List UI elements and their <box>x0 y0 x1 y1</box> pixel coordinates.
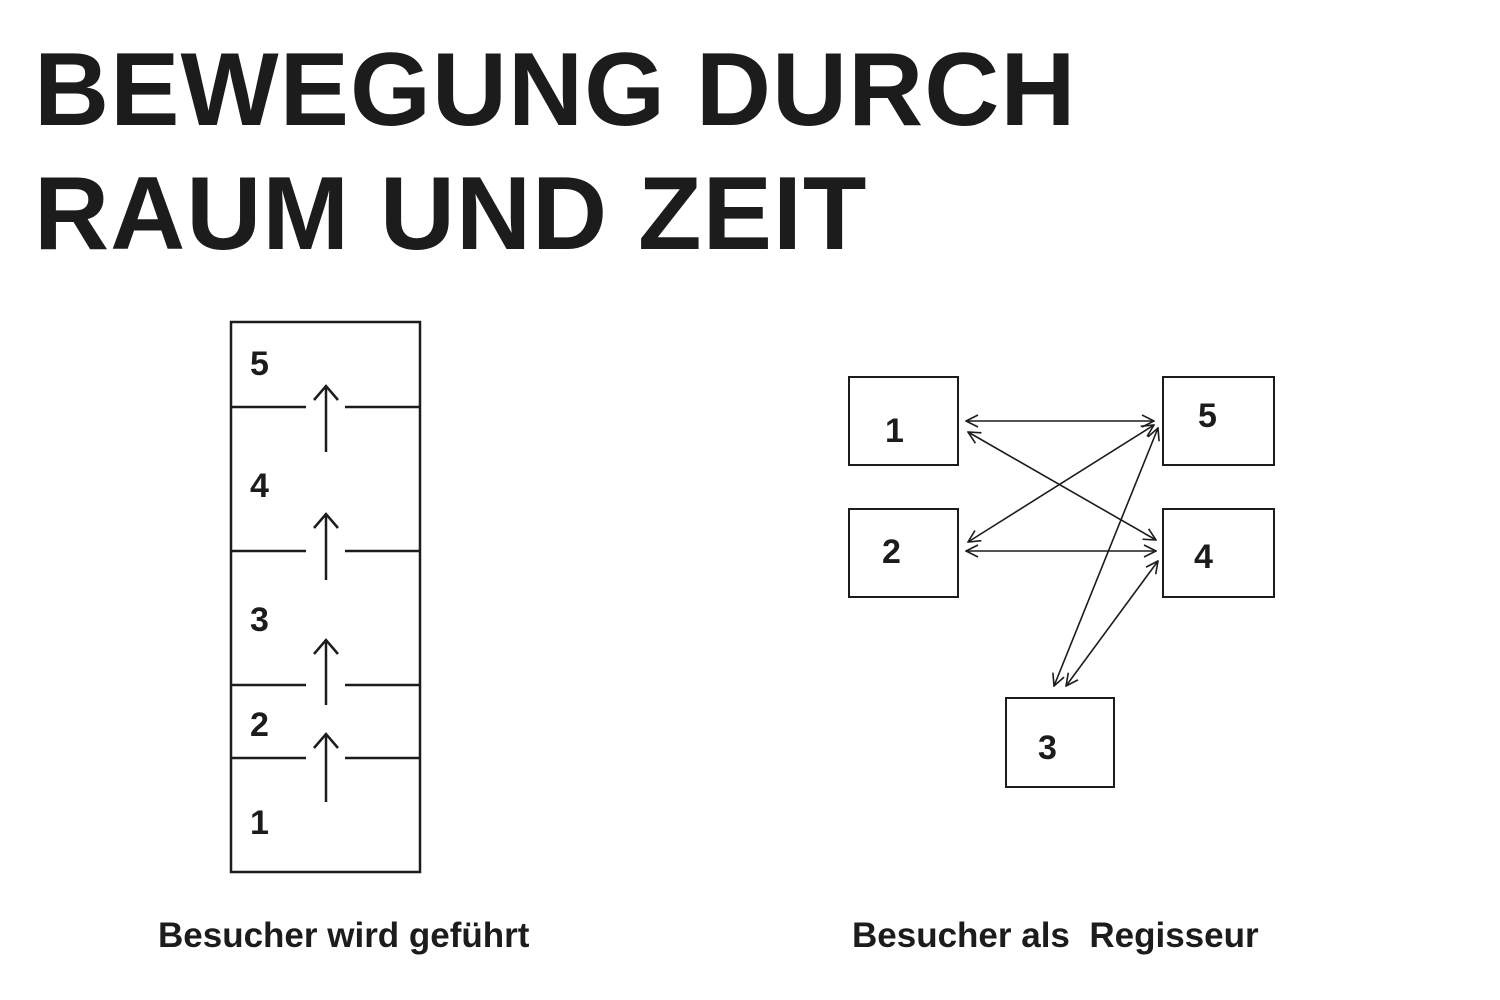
arrow-up-icon <box>313 638 339 705</box>
room-label: 2 <box>882 533 901 571</box>
room-box-4: 4 <box>1162 508 1275 598</box>
director-diagram: 1 5 2 4 3 Besucher als Regisseur <box>848 376 1275 955</box>
guided-room-label: 2 <box>250 706 269 744</box>
guided-arrows <box>313 384 339 802</box>
guided-room-label: 3 <box>250 601 269 639</box>
room-box-5: 5 <box>1162 376 1275 466</box>
room-label: 4 <box>1194 538 1213 576</box>
room-box-3: 3 <box>1005 697 1115 788</box>
guided-dividers <box>231 405 420 760</box>
room-box-2: 2 <box>848 508 959 598</box>
connection-3-5 <box>1054 428 1158 686</box>
connection-3-4 <box>1066 561 1158 686</box>
room-label: 5 <box>1198 397 1217 435</box>
room-box-1: 1 <box>848 376 959 466</box>
page-title: BEWEGUNG DURCH RAUM UND ZEIT <box>34 28 1076 276</box>
arrow-up-icon <box>313 384 339 452</box>
guided-room-label: 4 <box>250 467 269 505</box>
title-line-1: BEWEGUNG DURCH <box>34 32 1077 148</box>
guided-room-label: 1 <box>250 804 269 842</box>
arrow-up-icon <box>313 512 339 580</box>
guided-caption: Besucher wird geführt <box>158 916 530 955</box>
director-caption: Besucher als Regisseur <box>852 916 1259 955</box>
guided-diagram: 5 4 3 2 1 Besucher wird geführt <box>158 320 530 955</box>
title-line-2: RAUM UND ZEIT <box>34 156 868 272</box>
room-label: 1 <box>885 412 904 450</box>
connection-2-5 <box>968 425 1154 542</box>
connections <box>966 421 1158 686</box>
room-label: 3 <box>1038 729 1057 767</box>
guided-outline <box>229 320 422 874</box>
arrow-up-icon <box>313 732 339 802</box>
guided-room-label: 5 <box>250 345 269 383</box>
